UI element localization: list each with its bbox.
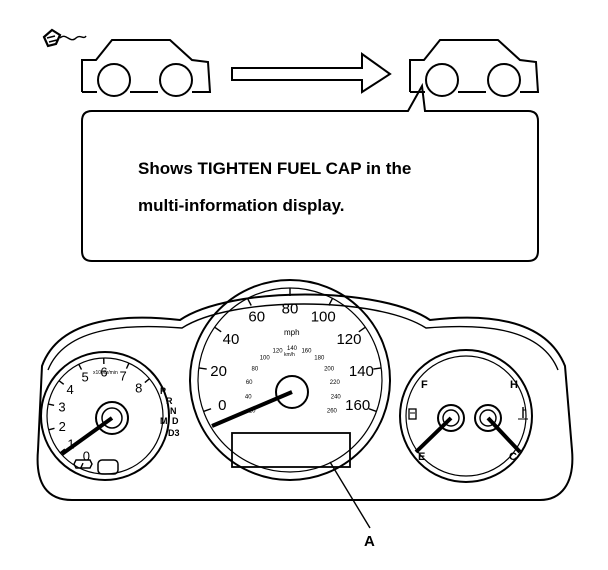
fuel-needle: [414, 416, 453, 454]
temp-hot-label: H: [510, 379, 518, 391]
speed-needle: [211, 390, 293, 428]
speed-label: 120: [336, 331, 361, 348]
fuel-pump-icon: [408, 408, 417, 420]
arrow-right-icon: [231, 52, 392, 94]
fuel-empty-label: E: [418, 451, 425, 463]
tach-tick: [59, 448, 66, 454]
car-icon: [81, 39, 212, 97]
multi-information-display: [231, 432, 351, 468]
gear-indicator-n: N: [170, 406, 177, 416]
speed-label: 60: [248, 308, 265, 325]
tach-label: 3: [58, 399, 65, 414]
callout-leader-line: [329, 461, 371, 529]
message-line-2: multi-information display.: [138, 196, 345, 215]
speed-inner-label: 220: [330, 380, 341, 386]
speed-tick: [198, 367, 207, 370]
tach-label: 1: [67, 436, 74, 451]
message-line-1: Shows TIGHTEN FUEL CAP in the: [138, 159, 412, 178]
tach-tick: [48, 427, 55, 431]
gear-indicator-d3: D3: [168, 428, 180, 438]
message-text: Shows TIGHTEN FUEL CAP in the multi-info…: [138, 150, 508, 224]
speed-label: 40: [223, 331, 240, 348]
tach-label: 2: [59, 419, 66, 434]
speed-inner-label: 140: [287, 346, 298, 352]
speed-inner-label: 160: [301, 349, 312, 355]
speed-inner-label: 20: [249, 409, 256, 415]
fuel-temp-gauge: F E H C: [399, 349, 533, 483]
tach-tick: [125, 362, 130, 369]
temp-cold-label: C: [509, 451, 517, 463]
speed-tick: [246, 298, 252, 306]
speed-inner-label: 260: [327, 409, 338, 415]
gear-indicator-p: P: [160, 386, 166, 396]
speed-inner-label: 40: [245, 395, 252, 401]
speed-inner-label: 180: [314, 356, 325, 362]
tach-label: 8: [135, 380, 142, 395]
tach-tick: [144, 378, 150, 384]
tach-unit-label: x1000r/min: [93, 370, 118, 376]
speed-label: 140: [349, 363, 374, 380]
speed-inner-unit-label: km/h: [284, 352, 295, 358]
check-engine-icon: [73, 459, 93, 469]
tach-label: 4: [66, 382, 73, 397]
tach-tick: [58, 380, 65, 385]
tach-needle: [60, 416, 114, 456]
tach-lcd: [97, 459, 119, 475]
speed-inner-label: 60: [246, 380, 253, 386]
gear-indicator-r: R: [166, 396, 173, 406]
fuel-cap-icon: [42, 28, 87, 48]
temp-needle: [486, 416, 522, 454]
tach-label: 0: [83, 448, 90, 463]
tach-label: 7: [120, 368, 127, 383]
tach-label: 6: [100, 365, 107, 380]
speed-label: 0: [218, 397, 226, 414]
speed-tick: [203, 408, 212, 413]
speed-tick: [373, 367, 382, 370]
fuel-full-label: F: [421, 379, 428, 391]
speed-tick: [214, 326, 222, 333]
speed-inner-label: 120: [273, 349, 284, 355]
car-icon-2: [409, 39, 540, 97]
tach-label: 5: [81, 369, 88, 384]
speed-tick: [358, 326, 366, 333]
callout-label-a: A: [364, 533, 375, 550]
speed-inner-label: 80: [252, 366, 259, 372]
speed-label: 20: [210, 363, 227, 380]
tach-tick: [48, 403, 55, 406]
speed-tick: [368, 408, 377, 413]
speed-inner-label: 240: [331, 395, 342, 401]
speed-label: 80: [282, 300, 299, 317]
coolant-temp-icon: [518, 407, 528, 420]
speed-inner-label: 200: [324, 366, 335, 372]
tach-tick: [78, 363, 83, 370]
cluster-housing: [36, 293, 574, 501]
speed-inner-label: 100: [260, 356, 271, 362]
gear-indicator-d: D: [172, 416, 179, 426]
speed-unit-label: mph: [284, 328, 300, 337]
speed-tick: [328, 298, 334, 306]
speed-label: 100: [311, 308, 336, 325]
gear-indicator-m: M: [160, 416, 168, 426]
message-callout: [81, 82, 539, 262]
speed-label: 160: [345, 397, 370, 414]
